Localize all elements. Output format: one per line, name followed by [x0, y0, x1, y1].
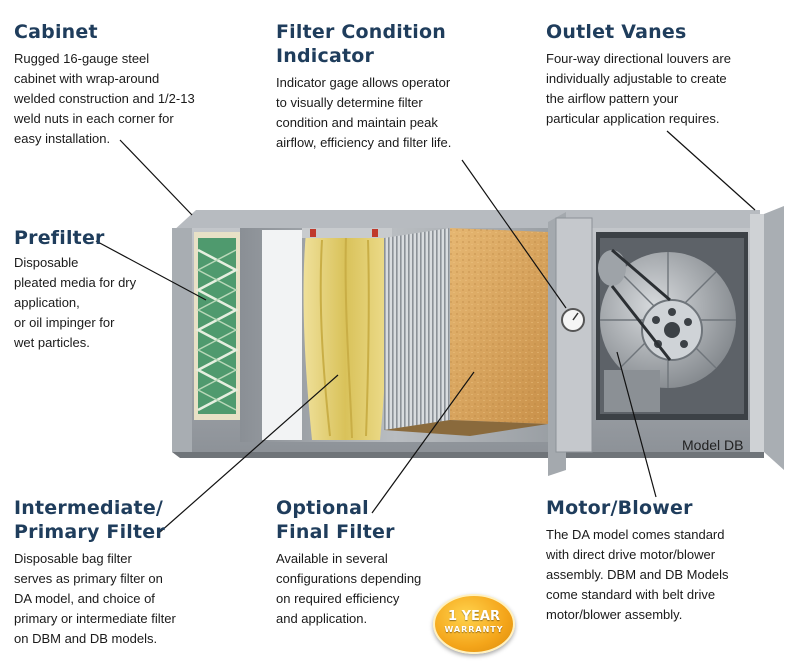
intermediate-filter-description: Disposable bag filter serves as primary …	[14, 551, 176, 646]
callout-outlet-vanes: Outlet Vanes Four-way directional louver…	[546, 20, 786, 129]
cabinet-title: Cabinet	[14, 21, 98, 43]
cabinet-description: Rugged 16-gauge steel cabinet with wrap-…	[14, 51, 195, 146]
prefilter-title: Prefilter	[14, 227, 105, 249]
filter-indicator-title: Filter Condition Indicator	[276, 21, 446, 67]
warranty-line2: WARRANTY	[444, 625, 504, 634]
model-label: Model DB	[682, 437, 744, 453]
motor-blower-description: The DA model comes standard with direct …	[546, 527, 729, 622]
blower-compartment	[596, 232, 748, 420]
callout-final-filter: Optional Final Filter Available in sever…	[276, 496, 476, 629]
filter-rack	[262, 230, 302, 440]
outlet-vanes-description: Four-way directional louvers are individ…	[546, 51, 731, 126]
prefilter	[194, 232, 240, 420]
callout-cabinet: Cabinet Rugged 16-gauge steel cabinet wi…	[14, 20, 254, 149]
warranty-line1: 1 YEAR	[448, 609, 500, 624]
callout-intermediate-filter: Intermediate/ Primary Filter Disposable …	[14, 496, 254, 649]
prefilter-description: Disposable pleated media for dry applica…	[14, 255, 137, 350]
access-door	[548, 212, 593, 476]
final-filter-title: Optional Final Filter	[276, 497, 395, 543]
callout-prefilter: Prefilter Disposable pleated media for d…	[14, 226, 184, 353]
bag-filter	[302, 228, 392, 440]
outlet-vanes-title: Outlet Vanes	[546, 21, 687, 43]
motor-blower-title: Motor/Blower	[546, 497, 693, 519]
final-filter-description: Available in several configurations depe…	[276, 551, 422, 626]
warranty-badge-shape	[433, 594, 515, 654]
outlet-door	[750, 206, 784, 470]
leader-lines	[95, 130, 756, 533]
callout-filter-indicator: Filter Condition Indicator Indicator gag…	[276, 20, 516, 153]
final-filter	[384, 228, 548, 436]
intermediate-filter-title: Intermediate/ Primary Filter	[14, 497, 165, 543]
warranty-badge: 1 YEAR WARRANTY	[433, 594, 515, 654]
filter-indicator-description: Indicator gage allows operator to visual…	[276, 75, 452, 150]
callout-motor-blower: Motor/Blower The DA model comes standard…	[546, 496, 786, 625]
